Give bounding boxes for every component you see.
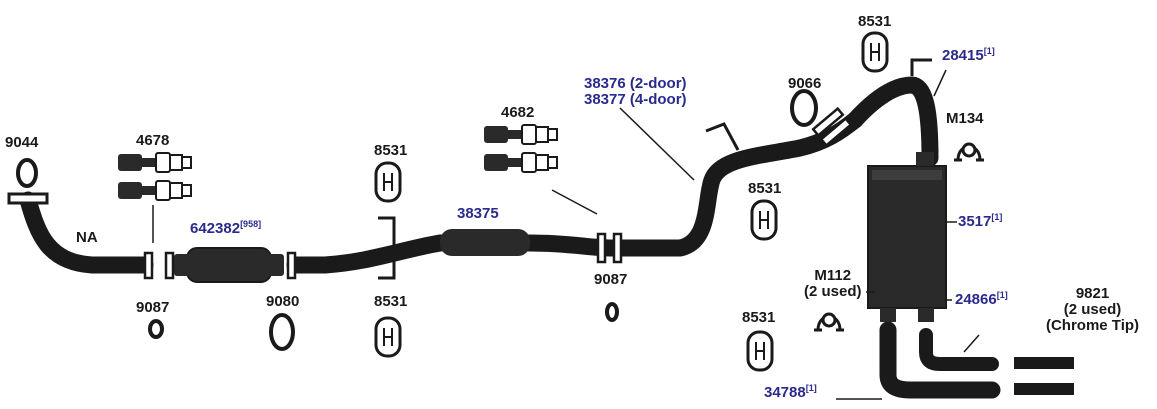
rubber-hanger-8531-top[interactable] xyxy=(861,31,889,73)
part-label-3517[interactable]: 3517[1] xyxy=(958,212,1003,230)
part-label-8531-b[interactable]: 8531 xyxy=(374,293,408,310)
part-label-m134[interactable]: M134 xyxy=(946,110,984,127)
part-label-8531-a[interactable]: 8531 xyxy=(374,142,408,159)
catalytic-converter[interactable] xyxy=(174,247,284,283)
part-label-38375[interactable]: 38375 xyxy=(457,205,499,222)
gasket-9087-mid-a[interactable] xyxy=(596,232,607,264)
part-label-4682[interactable]: 4682 xyxy=(501,104,535,121)
part-label-8531-d[interactable]: 8531 xyxy=(742,309,776,326)
part-note: [1] xyxy=(991,212,1003,222)
part-number: 34788 xyxy=(764,384,806,401)
oxygen-sensor-4682[interactable] xyxy=(484,124,558,173)
gasket-9087-mid-b[interactable] xyxy=(612,232,623,264)
u-bolt-clamp-m112[interactable] xyxy=(814,312,844,332)
part-note: [958] xyxy=(240,219,262,229)
part-number: 9821 xyxy=(1075,285,1110,302)
hanger-bracket[interactable] xyxy=(378,216,396,280)
part-label-28415[interactable]: 28415[1] xyxy=(942,46,995,64)
u-bolt-clamp-m134[interactable] xyxy=(954,142,984,162)
gasket-ring-9087-mid[interactable] xyxy=(605,302,619,322)
part-number: 28415 xyxy=(942,47,984,64)
gasket-9080[interactable] xyxy=(286,251,297,280)
gasket-ring-9044[interactable] xyxy=(16,158,38,188)
rubber-hanger-8531-a[interactable] xyxy=(374,161,402,203)
pipe-bracket-38376[interactable] xyxy=(705,122,740,151)
part-number: 3517 xyxy=(958,213,992,230)
rubber-hanger-8531-c[interactable] xyxy=(750,199,778,241)
part-label-24866[interactable]: 24866[1] xyxy=(955,290,1008,308)
gasket-ring-9066[interactable] xyxy=(790,89,818,127)
tailpipe-upper[interactable] xyxy=(919,328,999,371)
part-number: 642382 xyxy=(190,220,241,237)
gasket-9087-left[interactable] xyxy=(143,251,154,280)
leader-4682 xyxy=(551,189,598,215)
part-note: [1] xyxy=(996,290,1008,300)
leader-38376 xyxy=(619,107,695,181)
muffler-3517[interactable] xyxy=(867,152,947,322)
tailpipe-stub-28415[interactable] xyxy=(910,58,932,76)
part-label-38377[interactable]: 38377 (4-door) xyxy=(584,91,687,108)
part-label-9087-mid[interactable]: 9087 xyxy=(594,271,628,288)
part-label-9044[interactable]: 9044 xyxy=(5,134,39,151)
part-label-38376[interactable]: 38376 (2-door) xyxy=(584,75,687,92)
part-label-9066[interactable]: 9066 xyxy=(788,75,822,92)
label-na: NA xyxy=(76,229,98,246)
exhaust-pipe-mid[interactable] xyxy=(286,111,864,274)
cropped-header-strip xyxy=(0,0,1157,12)
part-label-8531-c[interactable]: 8531 xyxy=(748,180,782,197)
chrome-tips-9821[interactable] xyxy=(1014,357,1074,395)
leader-9821 xyxy=(963,334,980,353)
part-label-4678[interactable]: 4678 xyxy=(136,132,170,149)
tailpipe-lower[interactable] xyxy=(879,321,1001,399)
part-label-8531-top[interactable]: 8531 xyxy=(858,13,892,30)
resonator-38375[interactable] xyxy=(440,229,530,256)
rubber-hanger-8531-b[interactable] xyxy=(374,316,402,358)
part-number: M112 xyxy=(814,267,852,284)
front-flange[interactable] xyxy=(7,192,49,205)
part-note: [1] xyxy=(805,383,817,393)
upper-pipe-flange[interactable] xyxy=(811,106,853,148)
exhaust-pipe-front[interactable] xyxy=(19,191,154,274)
part-label-9080[interactable]: 9080 xyxy=(266,293,300,310)
leader-28415 xyxy=(933,69,947,97)
gasket-converter-front[interactable] xyxy=(164,251,175,280)
part-quantity: (2 used) xyxy=(1063,301,1122,318)
rubber-hanger-8531-d[interactable] xyxy=(746,330,774,372)
part-note: [1] xyxy=(983,46,995,56)
gasket-ring-9080[interactable] xyxy=(269,313,295,351)
part-quantity: (2 used) xyxy=(804,283,862,300)
part-label-9821[interactable]: 9821 (2 used) (Chrome Tip) xyxy=(1030,286,1155,334)
part-number: 24866 xyxy=(955,291,997,308)
part-label-9087-left[interactable]: 9087 xyxy=(136,299,170,316)
part-label-642382[interactable]: 642382[958] xyxy=(190,219,262,237)
part-label-m112[interactable]: M112 (2 used) xyxy=(804,268,862,300)
gasket-ring-9087-left[interactable] xyxy=(148,319,164,339)
oxygen-sensor-4678[interactable] xyxy=(118,152,192,201)
part-description: (Chrome Tip) xyxy=(1045,317,1140,334)
exhaust-pipe-upper[interactable] xyxy=(846,76,939,167)
part-label-34788[interactable]: 34788[1] xyxy=(764,383,817,401)
